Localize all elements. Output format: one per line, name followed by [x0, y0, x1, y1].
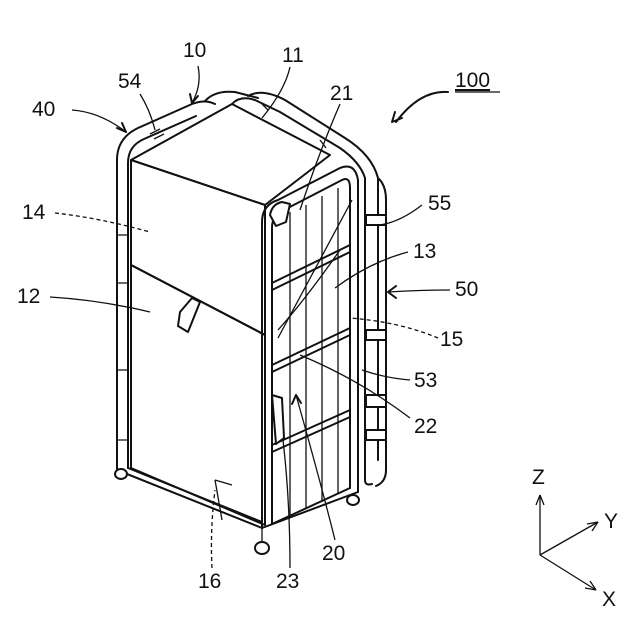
axis-triad — [536, 495, 598, 590]
label-55: 55 — [428, 192, 451, 215]
axis-label-x: X — [602, 588, 616, 611]
label-16: 16 — [198, 570, 221, 593]
reference-labels: 100 10 11 54 40 21 55 14 13 12 50 15 53 … — [17, 39, 618, 611]
label-23: 23 — [276, 570, 299, 593]
label-13: 13 — [413, 240, 436, 263]
label-50: 50 — [455, 278, 478, 301]
label-15: 15 — [440, 328, 463, 351]
label-54: 54 — [118, 70, 142, 93]
label-40: 40 — [32, 98, 55, 121]
label-20: 20 — [322, 542, 345, 565]
label-21: 21 — [330, 82, 353, 105]
axis-label-y: Y — [604, 510, 618, 533]
right-gate-20 — [262, 167, 358, 529]
axis-label-z: Z — [532, 466, 545, 489]
label-12: 12 — [17, 285, 40, 308]
label-53: 53 — [414, 369, 437, 392]
label-100: 100 — [455, 69, 490, 92]
label-11: 11 — [282, 44, 304, 67]
label-22: 22 — [414, 415, 437, 438]
label-14: 14 — [22, 201, 46, 224]
label-10: 10 — [183, 39, 206, 62]
box-body — [131, 104, 330, 525]
